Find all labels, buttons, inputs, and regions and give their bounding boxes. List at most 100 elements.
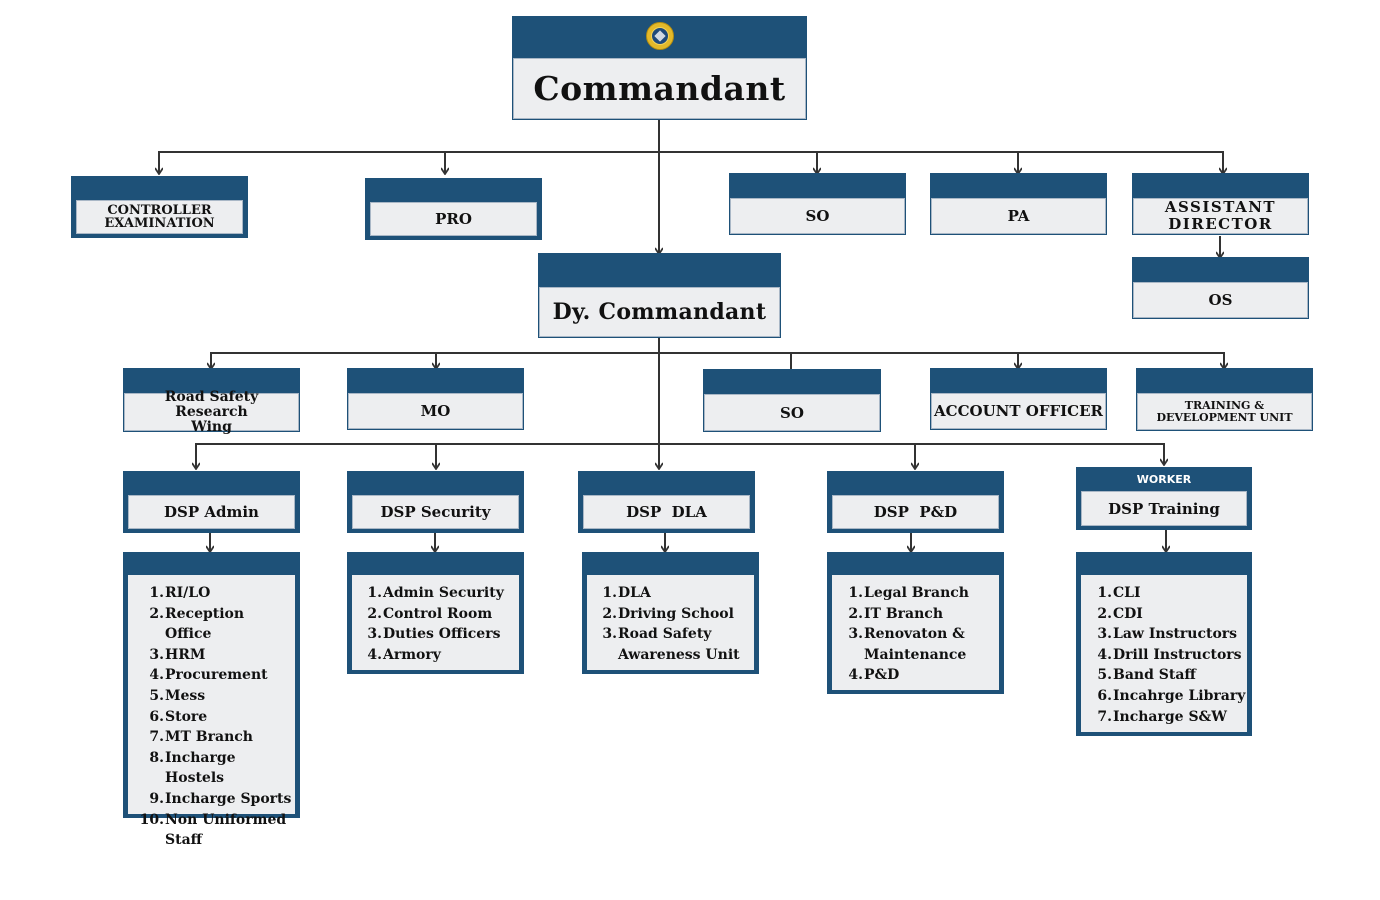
list-item-label: Non Uniformed Staff	[165, 811, 287, 849]
list-item-label: Driving School	[618, 605, 734, 622]
list-item-number: 3.	[367, 626, 382, 643]
controller-examination-label: CONTROLLER EXAMINATION	[76, 200, 243, 234]
list-item-label: Law Instructors	[1113, 626, 1238, 643]
list-item: 1.RI/LO	[136, 583, 295, 604]
commandant-box[interactable]: Commandant	[512, 16, 807, 120]
list-item-label: IT Branch	[864, 605, 944, 622]
list-item-label: Store	[165, 708, 208, 725]
list-item-label: Admin Security	[383, 585, 504, 601]
list-item: 7.MT Branch	[136, 727, 295, 748]
dsp-training-box[interactable]: WORKER DSP Training	[1076, 467, 1252, 530]
os-label: OS	[1133, 282, 1308, 318]
dsp-security-box[interactable]: DSP Security	[347, 471, 524, 533]
list-item-number: 4.	[848, 667, 863, 684]
dsp-pd-label: DSP P&D	[832, 495, 999, 529]
list-item-number: 7.	[149, 729, 164, 746]
list-item-number: 3.	[602, 626, 617, 643]
list-item: 10.Non Uniformed Staff	[136, 810, 295, 851]
list-item-number: 4.	[1097, 646, 1112, 663]
mo-box[interactable]: MO	[347, 368, 524, 430]
list-item-label: Procurement	[165, 667, 268, 684]
dsp-training-label: DSP Training	[1081, 491, 1247, 526]
list-item: 1.Legal Branch	[832, 583, 999, 604]
list-item-number: 2.	[149, 605, 164, 622]
list-item-label: Road Safety Awareness Unit	[618, 626, 740, 663]
list-item-number: 6.	[149, 708, 164, 725]
road-safety-research-wing-box[interactable]: Road Safety Research Wing	[123, 368, 300, 434]
list-item-label: RI/LO	[165, 585, 211, 601]
so-top-box[interactable]: SO	[729, 173, 906, 235]
list-item-number: 1.	[848, 585, 863, 601]
list-item: 5.Band Staff	[1081, 665, 1247, 686]
list-item-label: CDI	[1113, 605, 1143, 622]
list-item-number: 1.	[1097, 585, 1112, 601]
dsp-dla-box[interactable]: DSP DLA	[578, 471, 755, 533]
list-item-number: 2.	[1097, 605, 1112, 622]
list-item-number: 1.	[149, 585, 164, 601]
list-item: 6.Incahrge Library	[1081, 686, 1247, 707]
dsp-pd-box[interactable]: DSP P&D	[827, 471, 1004, 533]
list-item-number: 2.	[367, 605, 382, 622]
list-item-label: DLA	[618, 585, 651, 601]
list-item-label: Drill Instructors	[1113, 646, 1242, 663]
so-deputy-label: SO	[704, 394, 880, 431]
list-item-number: 2.	[848, 605, 863, 622]
dsp-security-label: DSP Security	[352, 495, 519, 529]
list-item-label: Renovaton & Maintenance	[864, 626, 967, 663]
list-item-label: Duties Officers	[383, 626, 501, 643]
mo-label: MO	[348, 393, 523, 429]
account-officer-box[interactable]: ACCOUNT OFFICER	[930, 368, 1107, 430]
list-item: 5.Mess	[136, 686, 295, 707]
list-item-label: Band Staff	[1113, 667, 1196, 684]
list-item-number: 2.	[602, 605, 617, 622]
list-item: 3.Duties Officers	[352, 624, 519, 645]
training-development-unit-label: TRAINING & DEVELOPMENT UNIT	[1137, 393, 1312, 430]
assistant-director-box[interactable]: ASSISTANT DIRECTOR	[1132, 173, 1309, 235]
list-item-label: MT Branch	[165, 729, 253, 746]
list-item: 4.Armory	[352, 645, 519, 666]
list-item-number: 4.	[367, 646, 382, 663]
list-item-label: P&D	[864, 667, 900, 684]
list-item: 1.CLI	[1081, 583, 1247, 604]
list-item-number: 3.	[1097, 626, 1112, 643]
list-item-label: Incharge Hostels	[165, 749, 236, 787]
list-item-number: 10.	[139, 811, 164, 828]
list-item: 1.Admin Security	[352, 583, 519, 604]
controller-examination-box[interactable]: CONTROLLER EXAMINATION	[71, 176, 248, 238]
list-item: 1.DLA	[587, 583, 754, 604]
list-item: 3.Road Safety Awareness Unit	[587, 624, 754, 665]
pa-box[interactable]: PA	[930, 173, 1107, 235]
training-development-unit-box[interactable]: TRAINING & DEVELOPMENT UNIT	[1136, 368, 1313, 431]
list-item-label: Armory	[383, 646, 441, 663]
list-item-label: Control Room	[383, 605, 493, 622]
list-item-number: 5.	[149, 687, 164, 704]
dsp-admin-label: DSP Admin	[128, 495, 295, 529]
list-item: 2.Reception Office	[136, 604, 295, 645]
pro-box[interactable]: PRO	[365, 178, 542, 240]
deputy-commandant-box[interactable]: Dy. Commandant	[538, 253, 781, 338]
list-item-number: 7.	[1097, 708, 1112, 725]
list-item: 2.Control Room	[352, 604, 519, 625]
so-top-label: SO	[730, 198, 905, 234]
list-item: 4.Drill Instructors	[1081, 645, 1247, 666]
list-item-number: 4.	[149, 667, 164, 684]
list-item: 4.P&D	[832, 665, 999, 686]
list-item: 8.Incharge Hostels	[136, 748, 295, 789]
list-item-number: 3.	[149, 646, 164, 663]
list-item-label: Incharge S&W	[1113, 708, 1227, 725]
list-item: 6.Store	[136, 707, 295, 728]
list-item-label: Mess	[165, 687, 206, 704]
list-item: 4.Procurement	[136, 665, 295, 686]
police-emblem-icon	[646, 22, 674, 50]
dsp-admin-box[interactable]: DSP Admin	[123, 471, 300, 533]
os-box[interactable]: OS	[1132, 257, 1309, 319]
list-item: 7.Incharge S&W	[1081, 707, 1247, 728]
so-deputy-box[interactable]: SO	[703, 369, 881, 432]
list-item: 3.Renovaton & Maintenance	[832, 624, 999, 665]
list-item: 2.Driving School	[587, 604, 754, 625]
account-officer-label: ACCOUNT OFFICER	[931, 393, 1106, 429]
list-item-number: 5.	[1097, 667, 1112, 684]
